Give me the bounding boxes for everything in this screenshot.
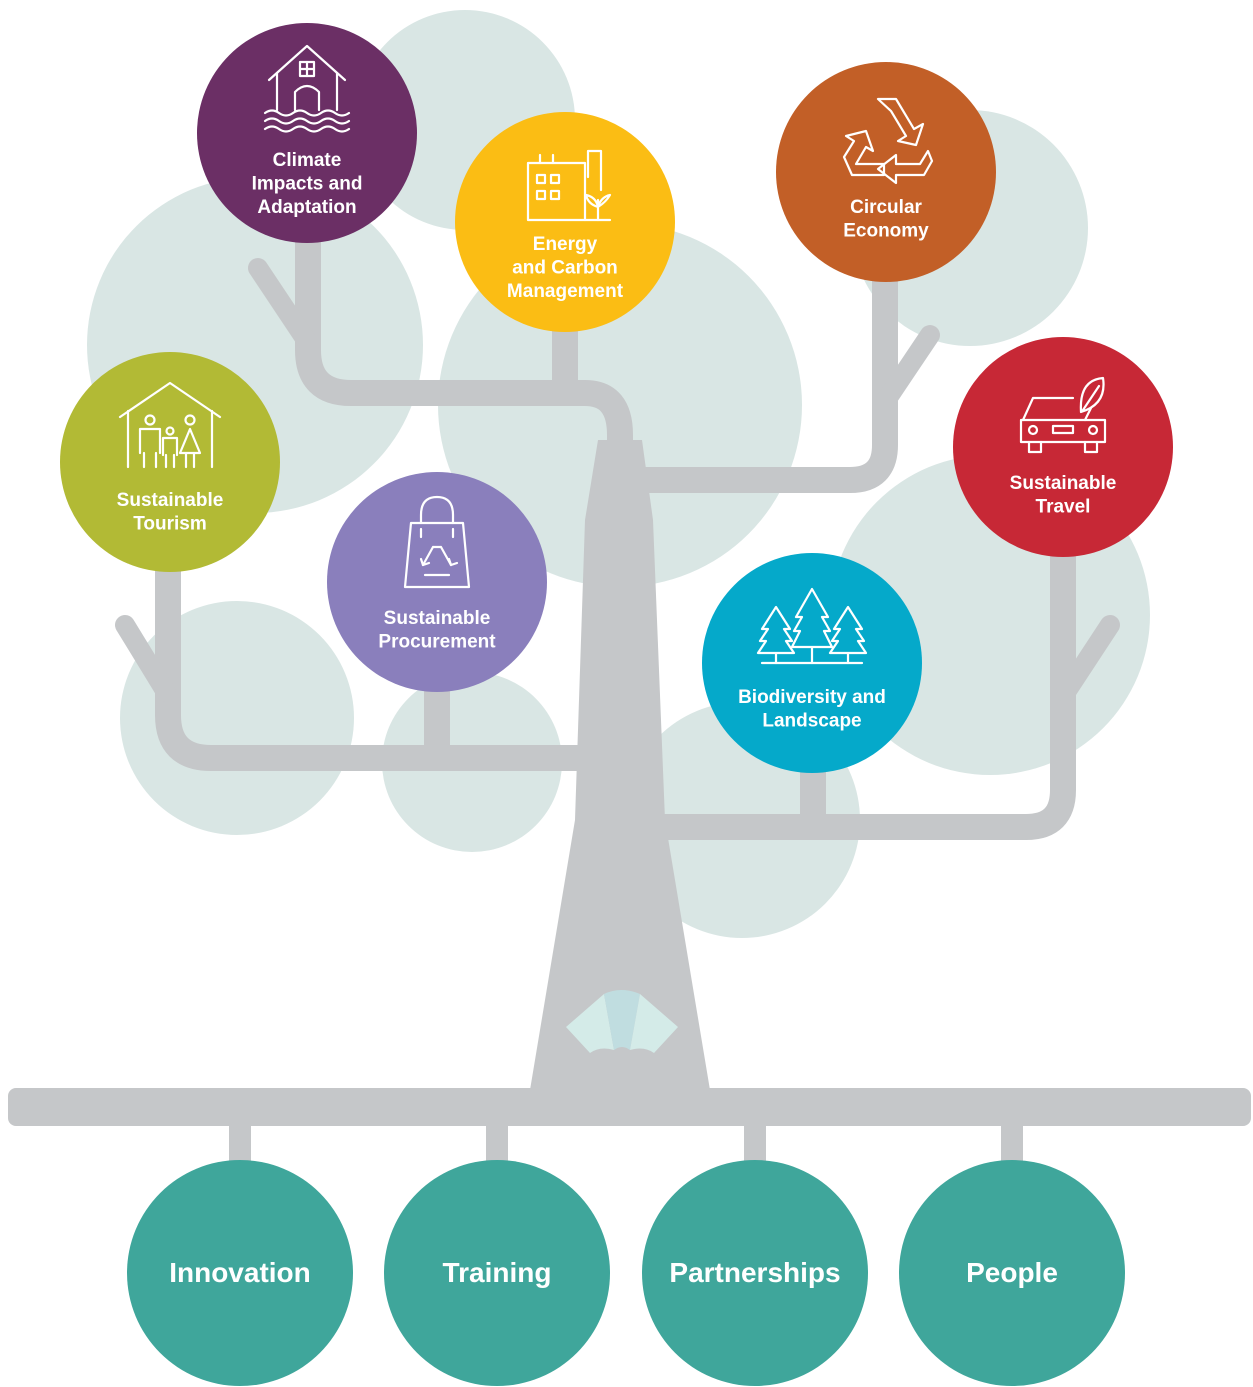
topic-label-line: Adaptation (257, 197, 356, 218)
root-stem (744, 1120, 766, 1170)
topic-label-line: Biodiversity and (738, 687, 886, 708)
gauge-segment-right (630, 994, 678, 1053)
topic-label-line: Sustainable (384, 608, 491, 629)
root-circle-training (384, 1160, 610, 1386)
topic-label-line: Climate (273, 150, 342, 171)
gauge-segment-middle (604, 990, 640, 1050)
recycle-icon (842, 97, 934, 185)
topic-label-line: Management (507, 281, 624, 302)
root-stem (486, 1120, 508, 1170)
topic-label-line: Energy (533, 234, 598, 255)
gauge-icon (566, 990, 678, 1053)
branch-travel (650, 545, 1076, 840)
eco-car-icon (1019, 376, 1107, 454)
topic-label-line: Sustainable (1010, 473, 1117, 494)
root-label-partnerships: Partnerships (669, 1257, 840, 1288)
trunk (530, 440, 710, 1090)
recycle-bag-icon (403, 495, 471, 589)
trees-icon (756, 587, 868, 665)
branch-tourism (155, 555, 590, 771)
root-circle-innovation (127, 1160, 353, 1386)
flooded-house-icon (263, 44, 351, 133)
topic-label-line: Landscape (762, 711, 861, 732)
family-house-icon (118, 381, 222, 469)
topic-circle (327, 472, 547, 692)
topic-label-line: Procurement (378, 632, 496, 653)
root-stem (229, 1120, 251, 1170)
branch-climate (295, 207, 633, 533)
topic-label-line: Tourism (133, 514, 207, 535)
root-label-people: People (966, 1257, 1058, 1288)
gauge-segment-left (566, 994, 614, 1053)
root-label-training: Training (443, 1257, 552, 1288)
topic-circle (776, 62, 996, 282)
ground-bar (8, 1088, 1251, 1126)
topic-circle (455, 112, 675, 332)
topic-label-line: Circular (850, 197, 922, 218)
topic-label-line: Travel (1036, 497, 1091, 518)
factory-plant-icon (526, 149, 612, 222)
root-label-innovation: Innovation (169, 1257, 311, 1288)
topic-label-line: Impacts and (252, 174, 363, 195)
twig-climate (248, 258, 316, 350)
twig-tourism (115, 615, 176, 702)
root-circle-partnerships (642, 1160, 868, 1386)
topic-circle (60, 352, 280, 572)
root-stem (1001, 1120, 1023, 1170)
branch-circular (640, 260, 898, 493)
topic-label-line: and Carbon (512, 258, 618, 279)
twig-travel (1056, 615, 1120, 702)
roots: Innovation Training Partnerships People (127, 1160, 1125, 1386)
topic-circle (197, 23, 417, 243)
topic-label-line: Sustainable (117, 490, 224, 511)
root-circle-people (899, 1160, 1125, 1386)
topic-circle (953, 337, 1173, 557)
topic-label-line: Economy (843, 221, 929, 242)
twig-circular (875, 325, 940, 412)
